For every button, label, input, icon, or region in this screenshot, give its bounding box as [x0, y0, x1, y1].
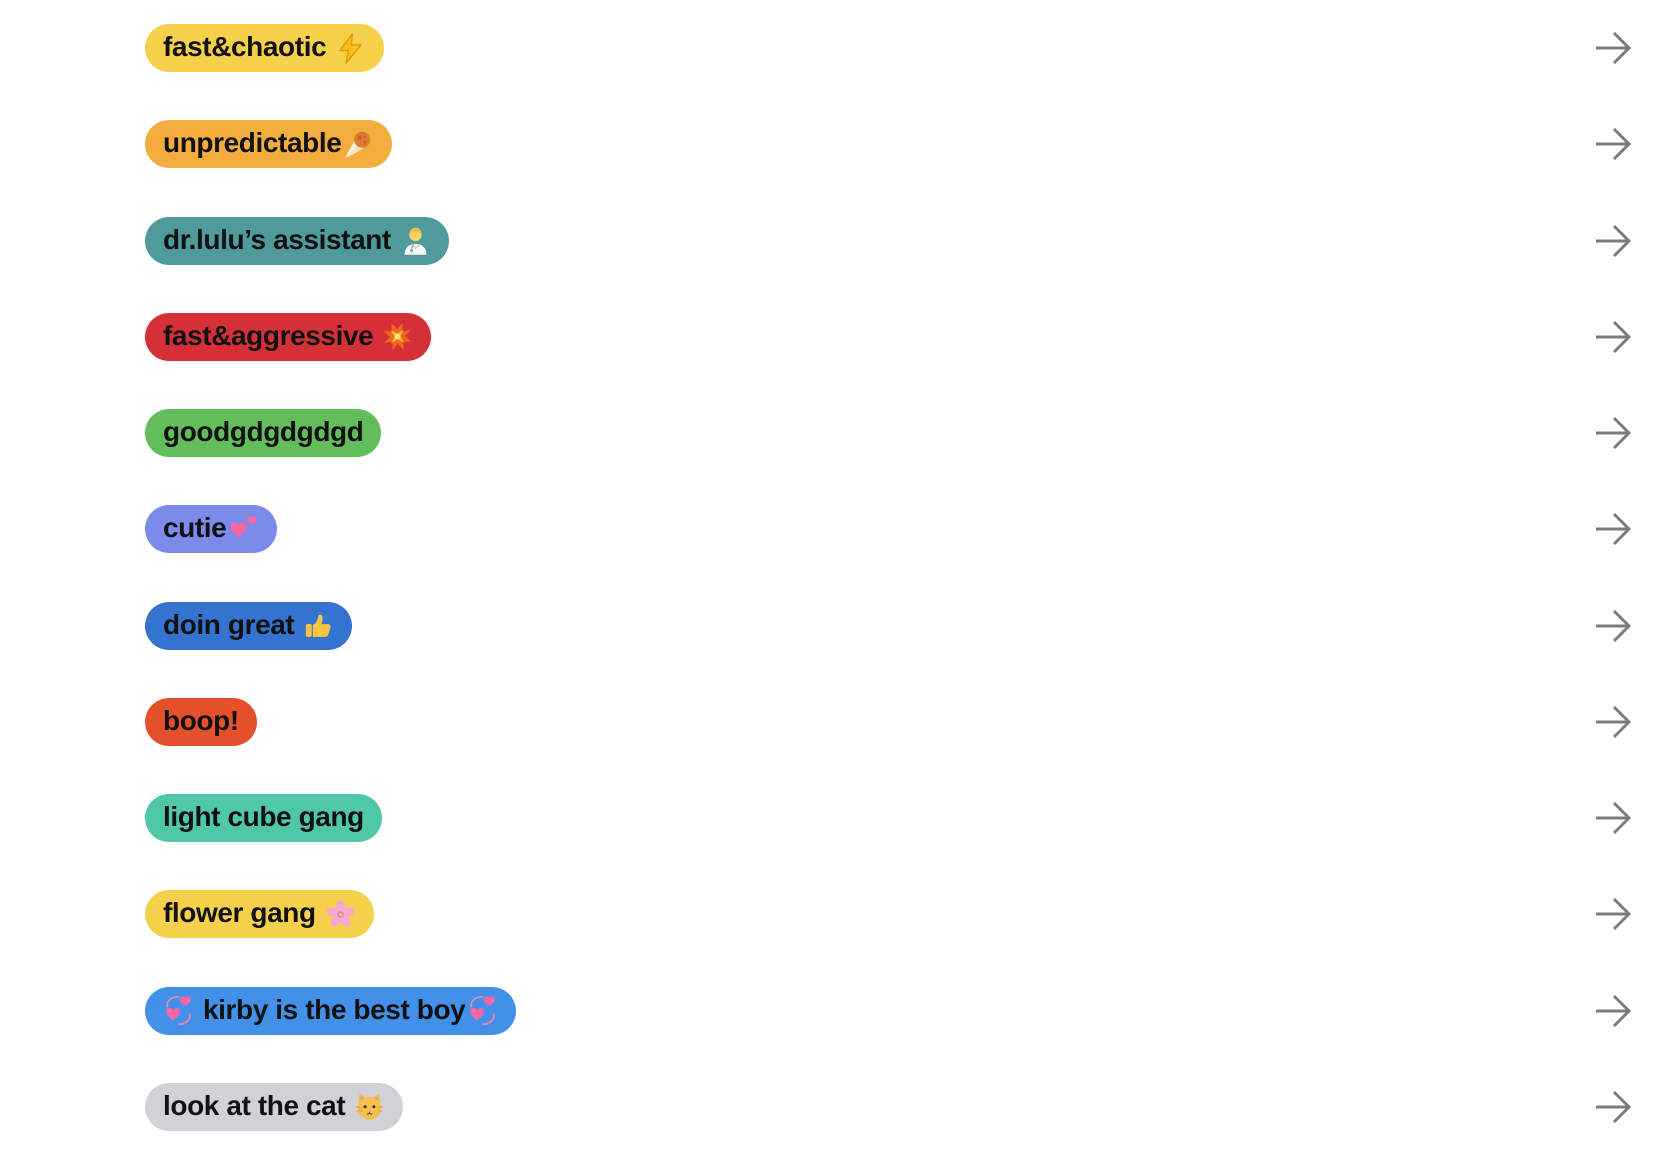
tag-label: boop! — [163, 704, 239, 736]
tag-label: goodgdgdgdgd — [163, 416, 364, 448]
list-item: look at the cat — [0, 1059, 1668, 1155]
comet-icon — [343, 129, 374, 160]
tag-pill[interactable]: boop! — [145, 697, 257, 746]
right-arrow-button[interactable] — [1591, 26, 1635, 70]
tag-pill[interactable]: fast&aggressive — [145, 312, 432, 361]
tag-pill[interactable]: fast&chaotic — [145, 24, 385, 73]
right-arrow-icon — [1591, 219, 1635, 263]
right-arrow-icon — [1591, 892, 1635, 936]
tag-label: doin great — [163, 608, 295, 640]
cherry-blossom-icon — [325, 899, 356, 930]
tag-label: fast&chaotic — [163, 31, 327, 63]
list-item: cutie — [0, 481, 1668, 577]
right-arrow-icon — [1591, 411, 1635, 455]
tag-pill[interactable]: unpredictable — [145, 120, 393, 169]
tag-pill[interactable]: cutie — [145, 505, 278, 554]
tag-pill[interactable]: look at the cat — [145, 1082, 404, 1131]
tag-label: kirby is the best boy — [203, 993, 466, 1025]
right-arrow-icon — [1591, 796, 1635, 840]
tag-label: look at the cat — [163, 1089, 346, 1121]
revolving-hearts-icon — [467, 995, 498, 1026]
tag-label: unpredictable — [163, 127, 342, 159]
right-arrow-button[interactable] — [1591, 796, 1635, 840]
right-arrow-icon — [1591, 604, 1635, 648]
list-item: fast&chaotic — [0, 0, 1668, 96]
two-hearts-icon — [228, 514, 259, 545]
tag-label: flower gang — [163, 897, 316, 929]
right-arrow-button[interactable] — [1591, 892, 1635, 936]
tag-pill[interactable]: flower gang — [145, 890, 374, 939]
thumbs-up-icon — [303, 610, 334, 641]
right-arrow-button[interactable] — [1591, 1085, 1635, 1129]
tag-label: cutie — [163, 512, 227, 544]
tag-label: light cube gang — [163, 801, 364, 833]
right-arrow-icon — [1591, 989, 1635, 1033]
right-arrow-icon — [1591, 1085, 1635, 1129]
right-arrow-button[interactable] — [1591, 122, 1635, 166]
tag-pill[interactable]: doin great — [145, 601, 353, 650]
tag-pill[interactable]: dr.lulu’s assistant — [145, 216, 449, 265]
right-arrow-button[interactable] — [1591, 219, 1635, 263]
right-arrow-icon — [1591, 315, 1635, 359]
list-item: dr.lulu’s assistant — [0, 193, 1668, 289]
list-item: fast&aggressive — [0, 289, 1668, 385]
right-arrow-button[interactable] — [1591, 315, 1635, 359]
right-arrow-button[interactable] — [1591, 411, 1635, 455]
tag-pill[interactable]: kirby is the best boy — [145, 986, 517, 1035]
right-arrow-button[interactable] — [1591, 604, 1635, 648]
high-voltage-icon — [335, 33, 366, 64]
right-arrow-icon — [1591, 507, 1635, 551]
tag-label: fast&aggressive — [163, 319, 374, 351]
list-item: boop! — [0, 674, 1668, 770]
cat-face-icon — [354, 1091, 385, 1122]
revolving-hearts-icon — [163, 995, 194, 1026]
right-arrow-icon — [1591, 700, 1635, 744]
list-item: flower gang — [0, 866, 1668, 962]
list-item: doin great — [0, 578, 1668, 674]
right-arrow-button[interactable] — [1591, 989, 1635, 1033]
right-arrow-icon — [1591, 122, 1635, 166]
right-arrow-button[interactable] — [1591, 507, 1635, 551]
list-item: kirby is the best boy — [0, 963, 1668, 1059]
list-item: goodgdgdgdgd — [0, 385, 1668, 481]
list-item: unpredictable — [0, 96, 1668, 192]
tag-pill[interactable]: light cube gang — [145, 794, 382, 843]
right-arrow-icon — [1591, 26, 1635, 70]
tag-label: dr.lulu’s assistant — [163, 223, 391, 255]
health-worker-icon — [400, 225, 431, 256]
collision-icon — [382, 321, 413, 352]
list-item: light cube gang — [0, 770, 1668, 866]
right-arrow-button[interactable] — [1591, 700, 1635, 744]
tag-pill[interactable]: goodgdgdgdgd — [145, 409, 382, 458]
